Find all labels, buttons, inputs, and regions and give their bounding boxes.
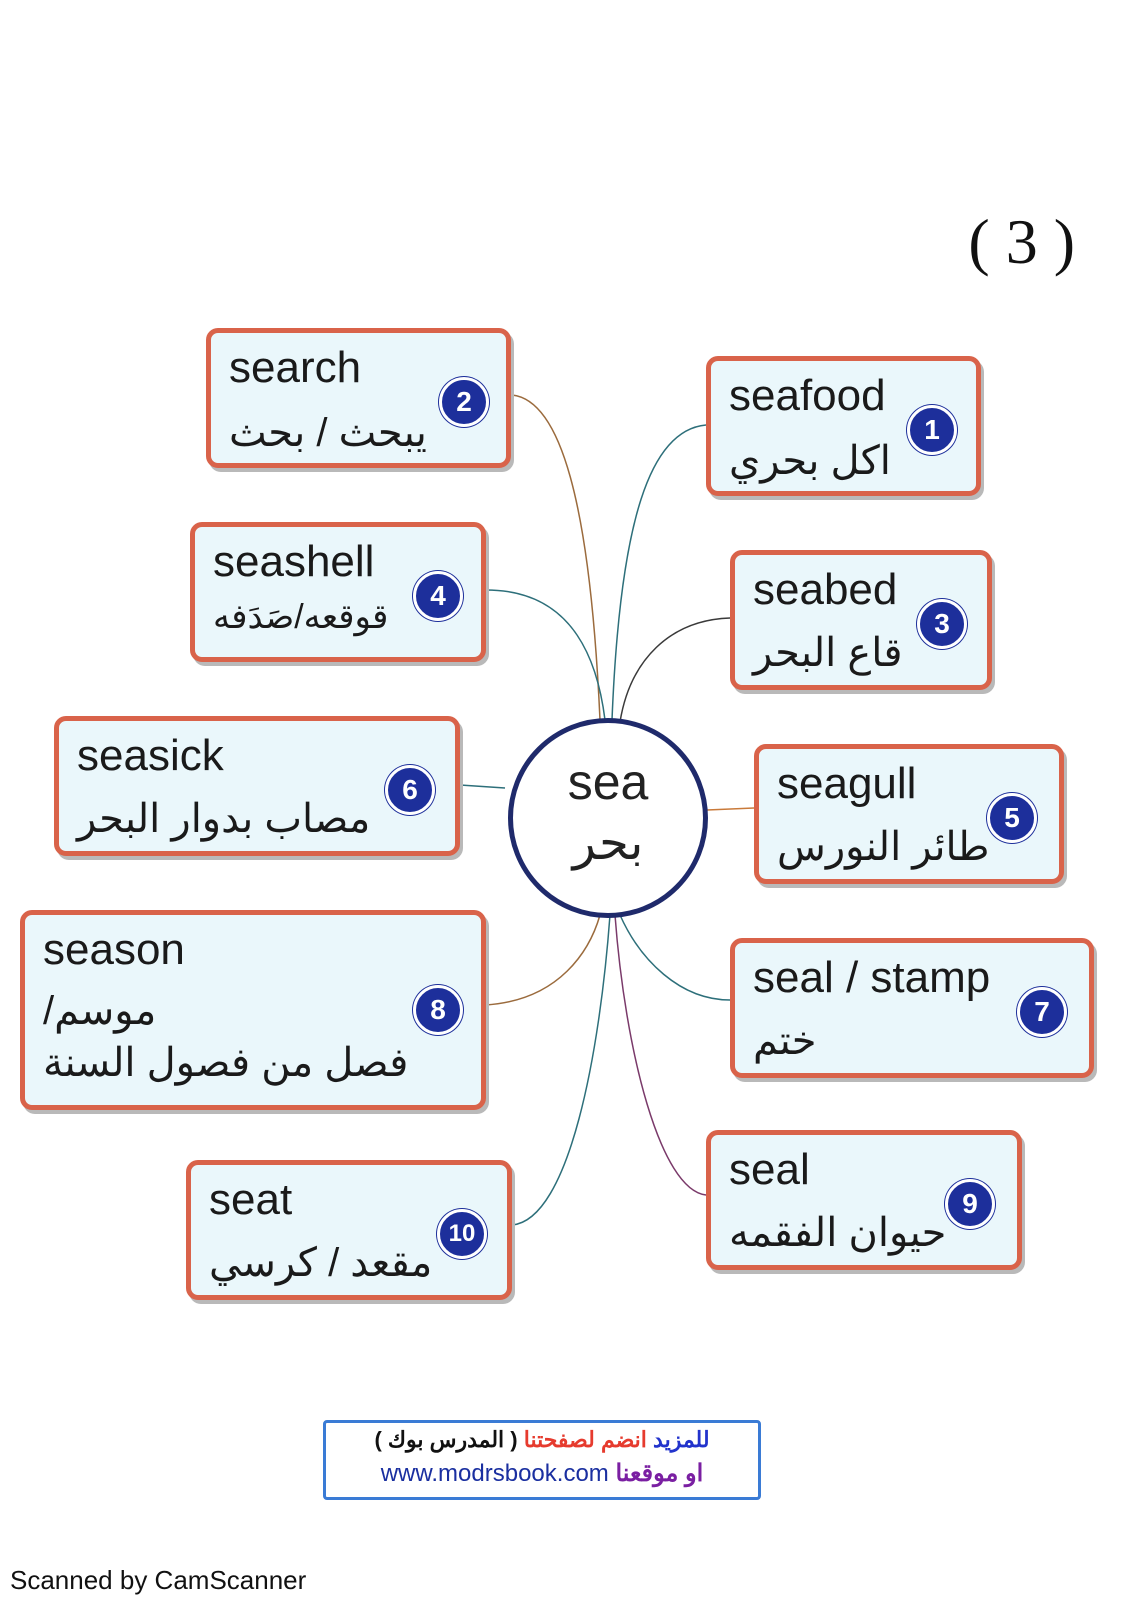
word-english: seat <box>209 1175 293 1224</box>
connector-3 <box>619 617 731 723</box>
center-node: sea بحر <box>508 718 708 918</box>
connector-9 <box>614 914 707 1196</box>
banner-line-1: للمزيد انضم لصفحتنا ( المدرس بوك ) <box>326 1427 758 1453</box>
banner-url-link[interactable]: www.modrsbook.com <box>380 1460 609 1487</box>
word-box-3: seabed قاع البحر 3 <box>730 550 992 690</box>
word-arabic: حيوان الفقمه <box>729 1211 947 1255</box>
number-badge: 3 <box>917 599 967 649</box>
word-english: seal / stamp <box>753 953 991 1002</box>
word-arabic: موسم/ <box>43 989 157 1033</box>
banner-or-site: او موقعنا <box>615 1460 704 1487</box>
word-english: seagull <box>777 759 917 808</box>
word-box-6: seasick مصاب بدوار البحر 6 <box>54 716 460 856</box>
connector-7 <box>619 914 731 1001</box>
center-english: sea <box>567 754 649 810</box>
banner-line-2: www.modrsbook.com او موقعنا <box>326 1459 758 1488</box>
number-badge: 1 <box>907 405 957 455</box>
word-box-4: seashell قوقعه/صَدَفه 4 <box>190 522 486 662</box>
connector-2 <box>511 394 601 721</box>
number-badge: 9 <box>945 1179 995 1229</box>
number-badge: 8 <box>413 985 463 1035</box>
number-badge: 2 <box>439 377 489 427</box>
number-badge: 10 <box>437 1209 487 1259</box>
word-arabic: ختم <box>753 1019 817 1063</box>
word-box-5: seagull طائر النورس 5 <box>754 744 1064 884</box>
word-arabic: طائر النورس <box>777 825 990 869</box>
word-arabic: قاع البحر <box>753 631 903 675</box>
center-arabic: بحر <box>572 817 644 870</box>
banner-more: للمزيد <box>653 1427 710 1452</box>
word-english: seashell <box>213 537 375 586</box>
word-english: search <box>229 343 362 392</box>
connector-10 <box>511 914 611 1226</box>
scanner-footer: Scanned by CamScanner <box>10 1565 307 1595</box>
word-box-7: seal / stamp ختم 7 <box>730 938 1094 1078</box>
number-badge: 5 <box>987 793 1037 843</box>
word-english: seabed <box>753 565 898 614</box>
word-english: season <box>43 925 185 974</box>
word-english: seafood <box>729 371 886 420</box>
banner-join: انضم لصفحتنا <box>523 1427 647 1452</box>
connector-5 <box>706 807 755 811</box>
connector-6 <box>459 784 506 789</box>
promo-banner[interactable]: للمزيد انضم لصفحتنا ( المدرس بوك ) www.m… <box>323 1420 761 1500</box>
word-arabic: اكل بحري <box>729 439 891 483</box>
word-arabic: قوقعه/صَدَفه <box>213 598 389 636</box>
word-box-2: search يبحث / بحث 2 <box>206 328 511 468</box>
word-arabic: يبحث / بحث <box>229 411 427 455</box>
word-arabic: مقعد / كرسي <box>209 1241 433 1285</box>
number-badge: 6 <box>385 765 435 815</box>
word-box-9: seal حيوان الفقمه 9 <box>706 1130 1022 1270</box>
connector-4 <box>485 589 606 721</box>
word-box-1: seafood اكل بحري 1 <box>706 356 981 496</box>
word-english: seal <box>729 1145 810 1194</box>
banner-page-name[interactable]: ( المدرس بوك ) <box>374 1427 518 1452</box>
word-arabic: مصاب بدوار البحر <box>77 797 371 841</box>
connector-8 <box>485 914 601 1006</box>
word-english: seasick <box>77 731 224 780</box>
word-box-8: season موسم/ فصل من فصول السنة 8 <box>20 910 486 1110</box>
word-box-10: seat مقعد / كرسي 10 <box>186 1160 512 1300</box>
number-badge: 7 <box>1017 987 1067 1037</box>
word-arabic-line2: فصل من فصول السنة <box>43 1041 409 1085</box>
number-badge: 4 <box>413 571 463 621</box>
connector-1 <box>611 424 707 721</box>
page-number: ( 3 ) <box>968 206 1075 277</box>
